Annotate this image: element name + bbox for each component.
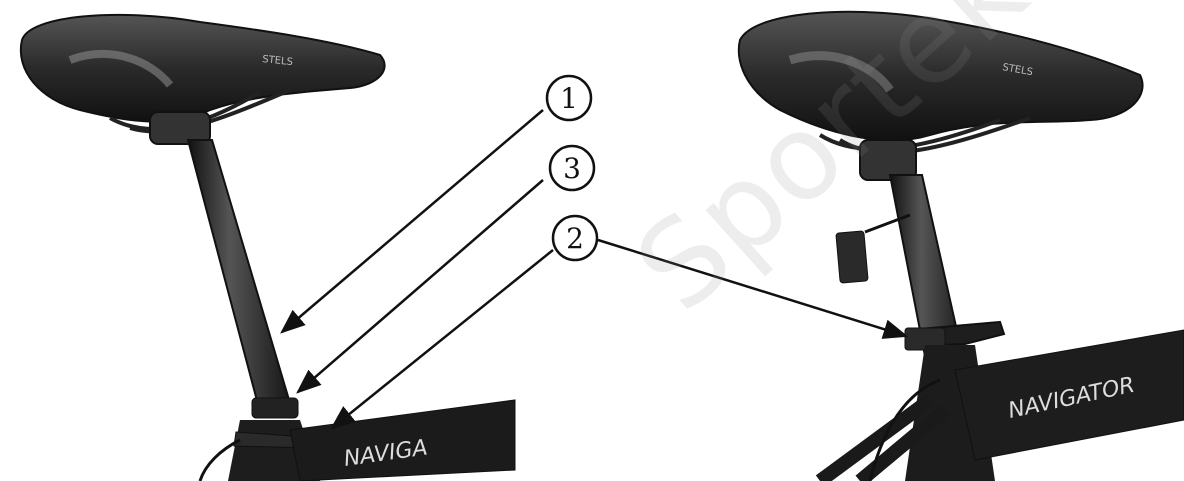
left-post-collar — [252, 398, 298, 418]
callout-3: 3 — [550, 146, 594, 190]
callout-3-label: 3 — [563, 152, 581, 185]
left-bike-photo: STELS NAVIGA — [21, 15, 515, 481]
callout-2: 2 — [553, 216, 597, 260]
leader-line-2-left — [332, 250, 553, 428]
callout-2-label: 2 — [566, 222, 584, 255]
right-bike-photo: STELS NAVIGATOR — [739, 12, 1184, 481]
left-seatpost — [188, 140, 292, 412]
right-saddle — [739, 12, 1143, 140]
left-saddle — [21, 15, 385, 122]
callout-1: 1 — [547, 76, 591, 120]
callout-1-label: 1 — [560, 82, 578, 115]
right-seat-bag-tag — [836, 231, 868, 283]
leader-line-1 — [282, 110, 543, 332]
